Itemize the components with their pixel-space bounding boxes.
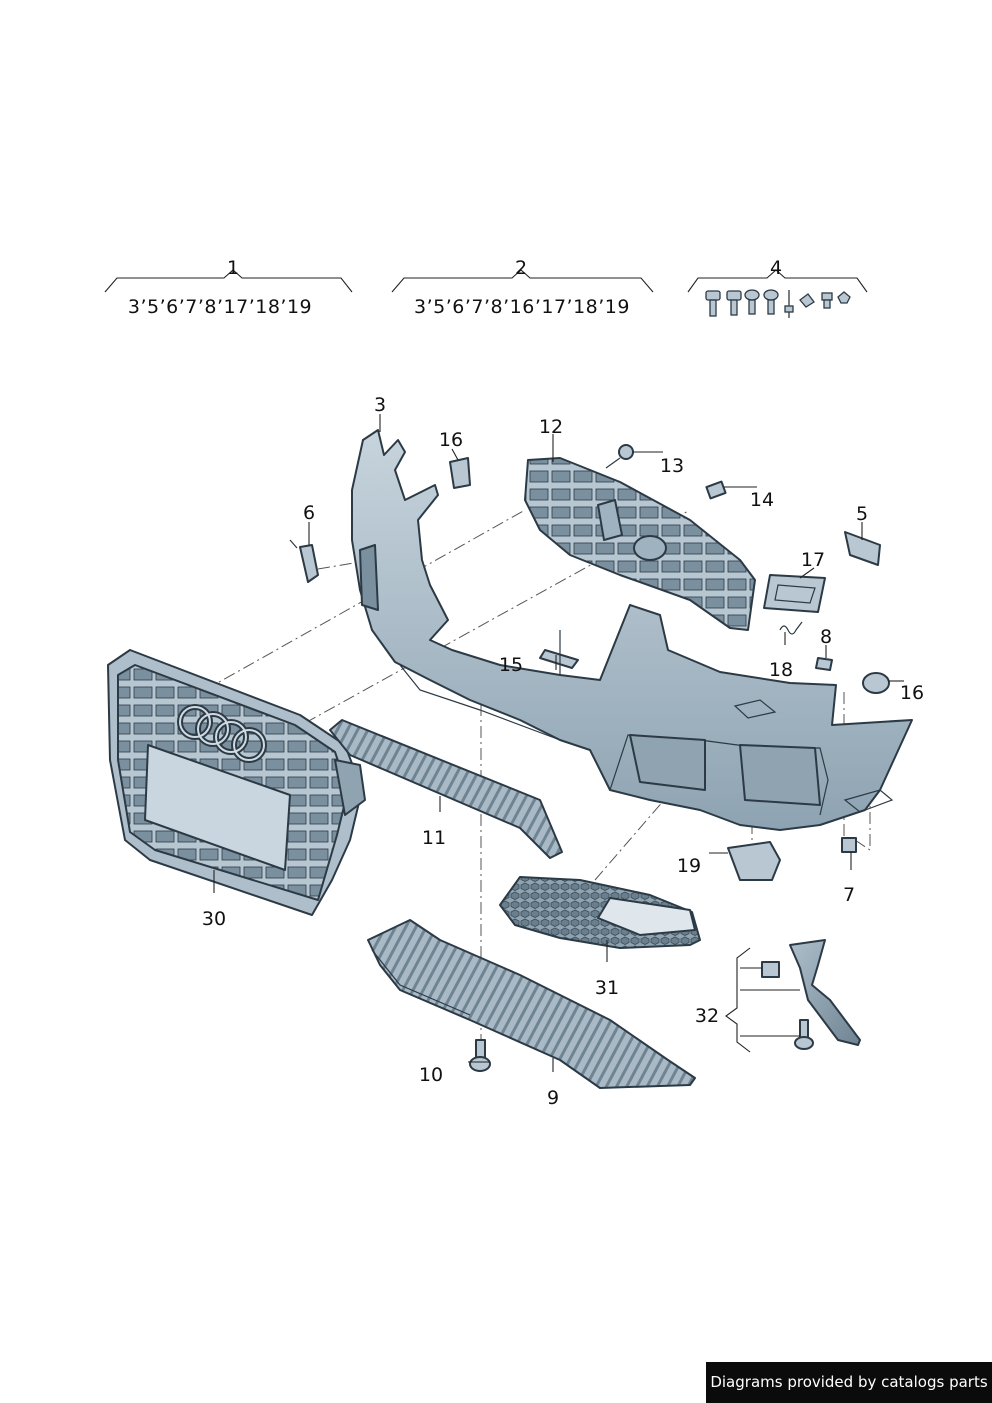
side-bracket: [761, 939, 861, 1050]
callout-15: 15: [499, 654, 523, 676]
callout-7: 7: [843, 884, 855, 906]
group-1-bracket: 1 3’5’6’7’8’17’18’19: [104, 257, 353, 318]
callout-11: 11: [422, 827, 446, 849]
callout-16-lower: 16: [900, 682, 924, 704]
leader-lines: [213, 414, 904, 1072]
four-rings-emblem-highlight: [179, 706, 265, 761]
small-parts: [289, 444, 890, 1072]
callout-10: 10: [419, 1064, 443, 1086]
underbody-spoiler: [367, 919, 696, 1089]
callout-numbers: 3 16 12 13 14 6 5 17 15 8 18 16 11 30 19…: [202, 394, 924, 1109]
callout-17: 17: [801, 549, 825, 571]
callout-19: 19: [677, 855, 701, 877]
group-2-bracket: 2 3’5’6’7’8’16’17’18’19: [391, 257, 654, 318]
callout-18: 18: [769, 659, 793, 681]
callout-16-upper: 16: [439, 429, 463, 451]
callout-32: 32: [695, 1005, 719, 1027]
callout-9: 9: [547, 1087, 559, 1109]
lower-center-grille: [329, 719, 563, 859]
callout-5: 5: [856, 503, 868, 525]
callout-31: 31: [595, 977, 619, 999]
callout-13: 13: [660, 455, 684, 477]
group-2-number: 2: [515, 257, 527, 279]
fog-lamp-grille: [499, 876, 701, 949]
callout-6: 6: [303, 502, 315, 524]
callout-14: 14: [750, 489, 774, 511]
group-1-contents: 3’5’6’7’8’17’18’19: [128, 296, 312, 318]
upper-grille-carrier: [524, 457, 756, 631]
group-4-bracket: 4: [687, 257, 868, 318]
group-2-contents: 3’5’6’7’8’16’17’18’19: [414, 296, 630, 318]
group-4-number: 4: [770, 257, 782, 279]
bumper-cover: [351, 429, 913, 831]
callout-3: 3: [374, 394, 386, 416]
credit-banner: Diagrams provided by catalogs parts: [706, 1362, 992, 1403]
callout-12: 12: [539, 416, 563, 438]
front-grille: [107, 649, 366, 916]
group-1-number: 1: [227, 257, 239, 279]
fastener-set-icons: [705, 289, 851, 318]
callout-8: 8: [820, 626, 832, 648]
callout-30: 30: [202, 908, 226, 930]
